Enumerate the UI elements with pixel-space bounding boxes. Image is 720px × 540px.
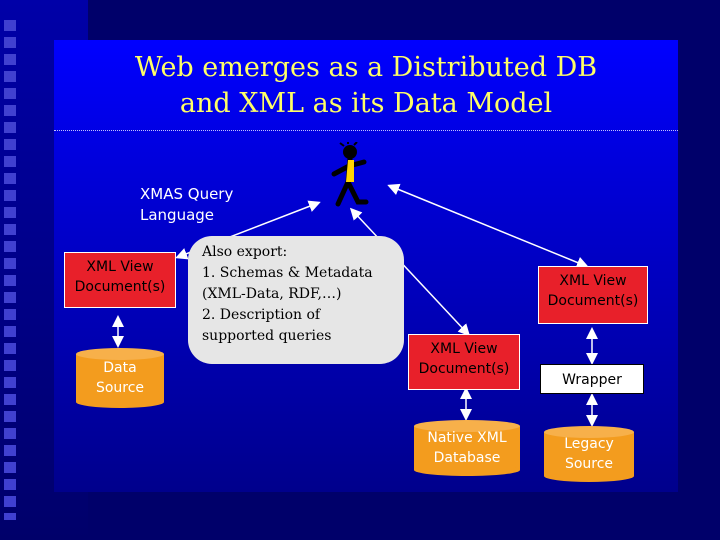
export-note-bubble: Also export: 1. Schemas & Metadata (XML-… [188,236,404,364]
user-figure-icon [331,142,369,207]
native-xml-database-cylinder: Native XML Database [414,420,520,476]
note-line-5: supported queries [202,328,332,344]
xml-view-document-center: XML View Document(s) [408,334,520,390]
doc-center-line-1: XML View [430,341,498,357]
note-line-4: 2. Description of [202,307,321,323]
legacy-line-1: Legacy [564,436,614,452]
arrow-query-to-right-view [387,183,589,269]
title-line-1: Web emerges as a Distributed DB [134,52,598,83]
wrapper-label: Wrapper [562,372,622,388]
data-source-cylinder: Data Source [76,348,164,408]
doc-center-line-2: Document(s) [418,361,510,377]
note-line-2: 1. Schemas & Metadata [202,265,373,281]
query-label-line-1: XMAS Query [140,185,234,203]
xml-view-document-left: XML View Document(s) [64,252,176,308]
doc-right-line-2: Document(s) [547,293,639,309]
wrapper-box: Wrapper [540,364,644,394]
doc-left-line-2: Document(s) [74,279,166,295]
xml-view-document-right: XML View Document(s) [538,266,648,324]
decorative-square-column [0,20,20,520]
slide-title: Web emerges as a Distributed DB and XML … [54,50,678,122]
native-db-line-2: Database [433,450,501,466]
legacy-line-2: Source [564,456,614,472]
title-line-2: and XML as its Data Model [179,88,553,119]
doc-right-line-1: XML View [559,273,627,289]
data-source-line-1: Data [103,360,137,376]
data-source-line-2: Source [95,380,145,396]
query-language-label: XMAS Query Language [140,184,233,226]
doc-left-line-1: XML View [86,259,154,275]
native-db-line-1: Native XML [427,430,507,446]
legacy-source-cylinder: Legacy Source [544,426,634,482]
title-divider [54,130,678,131]
arrow-query-to-center-view [349,207,471,337]
query-label-line-2: Language [140,206,215,224]
note-line-1: Also export: [202,244,288,260]
note-line-3: (XML-Data, RDF,…) [202,286,342,302]
